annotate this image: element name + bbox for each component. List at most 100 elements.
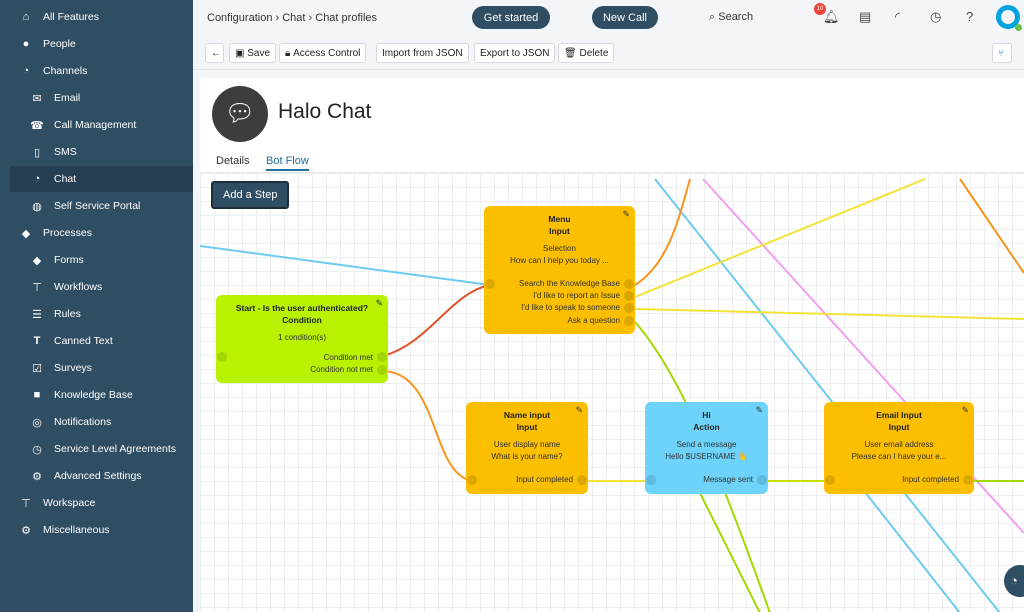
sidebar-item-email[interactable]: ✉Email: [0, 85, 193, 111]
flow-node-name-input[interactable]: ✎ Name input Input User display name Wha…: [466, 402, 588, 494]
connection-line: [849, 472, 961, 612]
search-button[interactable]: ⌕ Search: [709, 11, 753, 24]
sidebar-item-chat[interactable]: ◔Chat: [10, 166, 193, 192]
node-type: Input: [549, 226, 570, 236]
edit-icon[interactable]: ✎: [755, 405, 763, 415]
output-port[interactable]: [624, 316, 634, 326]
label: All Features: [43, 11, 100, 23]
ticket-icon: ◆: [32, 254, 42, 267]
clock-icon[interactable]: ◷: [930, 9, 942, 24]
label: Notifications: [54, 416, 112, 428]
sidebar-item-surveys[interactable]: ☑ Surveys: [0, 355, 193, 381]
sidebar-item-workflows[interactable]: ⊤Workflows: [0, 274, 193, 300]
tab-details[interactable]: Details: [216, 155, 250, 167]
flow-node-menu[interactable]: ✎ Menu Input Selection How can I help yo…: [484, 206, 635, 334]
output-port[interactable]: [624, 279, 634, 289]
sidebar-item-sms[interactable]: ▯SMS: [0, 139, 193, 165]
label: Workspace: [43, 497, 96, 509]
back-button[interactable]: ←: [205, 43, 224, 63]
new-call-button[interactable]: New Call: [592, 6, 658, 29]
mobile-icon: ▯: [33, 146, 41, 159]
flow-view-button[interactable]: ⑂: [992, 43, 1012, 63]
output-port[interactable]: [757, 475, 767, 485]
node-type: Input: [888, 422, 910, 432]
rss-icon[interactable]: ◜: [895, 9, 901, 24]
get-started-button[interactable]: Get started: [472, 6, 550, 29]
sidebar-item-knowledge-base[interactable]: ■Knowledge Base: [0, 382, 193, 408]
connection-line: [200, 245, 491, 286]
bot-flow-canvas[interactable]: Add a Step ✎ Start - Is the user authent…: [200, 172, 1024, 612]
check-icon: ☑: [32, 362, 42, 375]
sidebar-item-processes[interactable]: ◆Processes: [0, 220, 193, 246]
help-icon[interactable]: ?: [966, 9, 974, 24]
output-port[interactable]: [624, 291, 634, 301]
add-step-button[interactable]: Add a Step: [211, 181, 290, 209]
sidebar-item-sla[interactable]: ◷Service Level Agreements: [0, 436, 193, 462]
sidebar-item-advanced-settings[interactable]: ⚙Advanced Settings: [0, 463, 193, 489]
label: Surveys: [54, 362, 92, 374]
label: People: [43, 38, 76, 50]
output-port[interactable]: [963, 475, 973, 485]
sidebar-item-people[interactable]: ●People: [0, 31, 193, 57]
sitemap-icon: ⊤: [32, 281, 42, 294]
label: Email: [54, 92, 81, 104]
edit-icon[interactable]: ✎: [622, 209, 630, 219]
output-port[interactable]: [377, 365, 387, 375]
edit-icon[interactable]: ✎: [575, 405, 583, 415]
chat-widget-button[interactable]: ◔: [1004, 565, 1024, 597]
chat-icon: ◔: [33, 173, 41, 185]
export-json-button[interactable]: Export to JSON: [474, 43, 556, 63]
sidebar-item-rules[interactable]: ☰Rules: [0, 301, 193, 327]
breadcrumb-chat[interactable]: Chat: [282, 12, 306, 24]
sidebar-item-workspace[interactable]: ⊤Workspace: [0, 490, 193, 516]
output-condition-met: Condition met: [323, 353, 373, 362]
avatar[interactable]: [996, 5, 1020, 29]
import-json-button[interactable]: Import from JSON: [376, 43, 469, 63]
access-control-button[interactable]: 🔒︎ Access Control: [279, 43, 367, 63]
branch-icon: ⑂: [998, 47, 1004, 59]
sidebar-item-all-features[interactable]: ⌂All Features: [0, 4, 193, 30]
output-port[interactable]: [624, 303, 634, 313]
globe-icon: ◍: [32, 200, 42, 213]
notification-icon: ◎: [32, 416, 42, 429]
output-port[interactable]: [577, 475, 587, 485]
edit-icon[interactable]: ✎: [375, 298, 383, 308]
label: Channels: [43, 65, 88, 77]
connection-line: [634, 178, 691, 286]
label: Knowledge Base: [54, 389, 133, 401]
edit-icon[interactable]: ✎: [961, 405, 969, 415]
tab-bot-flow[interactable]: Bot Flow: [266, 155, 309, 171]
node-name: Start - Is the user authenticated?: [235, 303, 369, 313]
sidebar-item-notifications[interactable]: ◎ Notifications: [0, 409, 193, 435]
search-icon: ⌕: [709, 11, 716, 23]
chat-icon: ◔: [22, 65, 30, 77]
sidebar-item-forms[interactable]: ◆Forms: [0, 247, 193, 273]
input-port[interactable]: [646, 475, 656, 485]
input-port[interactable]: [467, 475, 477, 485]
sidebar-item-channels[interactable]: ◔ Channels: [0, 58, 193, 84]
flow-node-hi[interactable]: ✎ Hi Action Send a message Hello $USERNA…: [645, 402, 768, 494]
flow-node-start[interactable]: ✎ Start - Is the user authenticated? Con…: [216, 295, 388, 383]
output-input-completed: Input completed: [516, 475, 573, 484]
toolbar: ← ▣ Save 🔒︎ Access Control Import from J…: [193, 36, 1024, 70]
flow-node-email-input[interactable]: ✎ Email Input Input User email address P…: [824, 402, 974, 494]
sidebar-item-call-management[interactable]: ☎Call Management: [0, 112, 193, 138]
page-title: Halo Chat: [278, 100, 372, 123]
delete-button[interactable]: 🗑︎ Delete: [558, 43, 615, 63]
input-port[interactable]: [217, 352, 227, 362]
save-button[interactable]: ▣ Save: [229, 43, 277, 63]
list-icon: ☰: [32, 308, 42, 321]
sidebar-item-miscellaneous[interactable]: ⚙Miscellaneous: [0, 517, 193, 543]
bell-icon[interactable]: 🔔︎: [823, 9, 840, 24]
input-port[interactable]: [485, 279, 495, 289]
clipboard-icon[interactable]: ▤: [859, 9, 872, 24]
node-desc: 1 condition(s): [277, 333, 327, 342]
top-bar: Configuration › Chat › Chat profiles Get…: [193, 0, 1024, 36]
breadcrumb-configuration[interactable]: Configuration: [207, 12, 273, 24]
label: Access Control: [293, 47, 361, 59]
node-desc-detail: What is your name?: [491, 452, 563, 461]
output-port[interactable]: [377, 352, 387, 362]
sidebar-item-self-service-portal[interactable]: ◍Self Service Portal: [0, 193, 193, 219]
input-port[interactable]: [825, 475, 835, 485]
